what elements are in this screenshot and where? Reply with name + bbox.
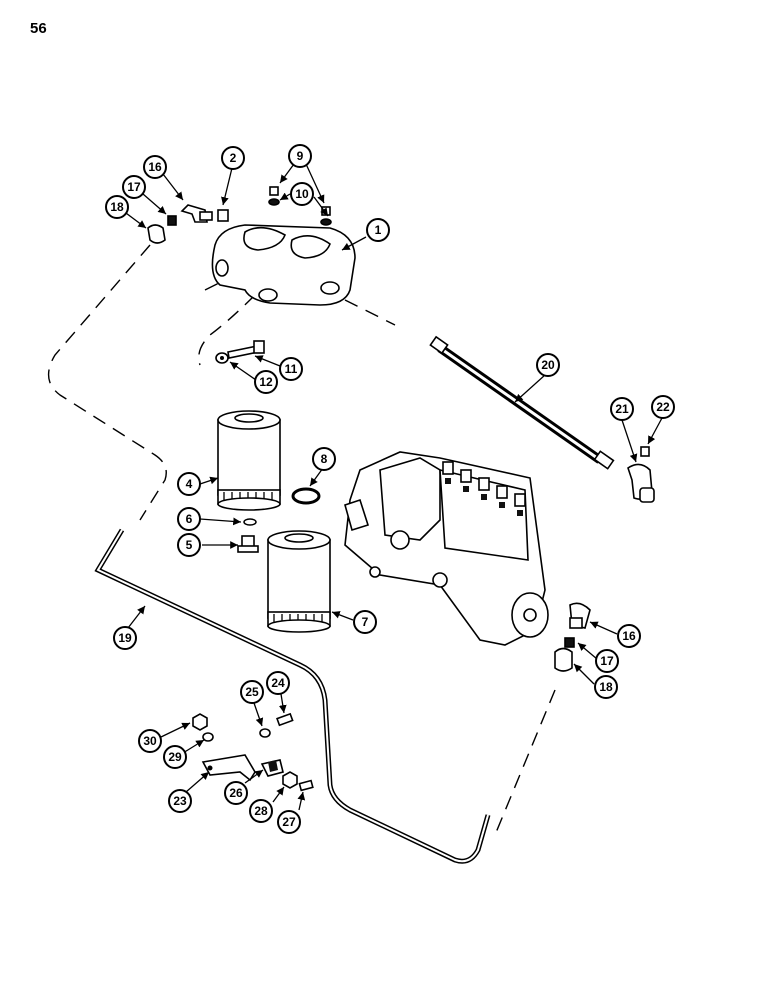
callout-21: 21 [610,397,634,421]
callout-7: 7 [353,610,377,634]
svg-text:18: 18 [110,200,124,214]
callout-12: 12 [254,370,278,394]
svg-text:7: 7 [362,615,369,629]
callout-23: 23 [168,789,192,813]
svg-text:4: 4 [186,477,193,491]
svg-text:18: 18 [599,680,613,694]
callout-24: 24 [266,671,290,695]
callout-1: 1 [366,218,390,242]
fittings-lower [554,602,591,672]
callout-27: 27 [277,810,301,834]
svg-text:30: 30 [143,734,157,748]
svg-text:20: 20 [541,358,555,372]
svg-text:16: 16 [148,160,162,174]
svg-text:27: 27 [282,815,296,829]
leader-lines [125,163,663,811]
callout-19: 19 [113,626,137,650]
svg-text:11: 11 [285,362,298,376]
svg-text:25: 25 [245,685,259,699]
svg-text:17: 17 [600,654,614,668]
svg-text:29: 29 [168,750,182,764]
svg-text:19: 19 [118,631,132,645]
callout-29: 29 [163,745,187,769]
callout-16-lower: 16 [617,624,641,648]
callout-22: 22 [651,395,675,419]
svg-text:10: 10 [295,187,309,201]
callout-18-lower: 18 [594,675,618,699]
drain-plug-parts [237,518,259,553]
dashed-fuel-lines [47,244,556,836]
callout-20: 20 [536,353,560,377]
callout-8: 8 [312,447,336,471]
callout-17-lower: 17 [595,649,619,673]
page-number: 56 [30,20,47,37]
svg-text:16: 16 [622,629,636,643]
injection-pump [344,451,549,646]
svg-text:26: 26 [229,786,243,800]
svg-text:9: 9 [297,149,304,163]
callout-2: 2 [221,146,245,170]
callout-18-top: 18 [105,195,129,219]
svg-text:5: 5 [186,538,193,552]
callout-4: 4 [177,472,201,496]
svg-text:21: 21 [615,402,629,416]
callout-26: 26 [224,781,248,805]
svg-text:17: 17 [127,180,141,194]
callout-16-top: 16 [143,155,167,179]
callout-30: 30 [138,729,162,753]
svg-text:24: 24 [271,676,285,690]
callout-28: 28 [249,799,273,823]
svg-text:2: 2 [230,151,237,165]
bolt-and-washer [215,340,265,364]
callout-11: 11 [279,357,303,381]
elbow-fitting-21-22 [627,446,655,503]
svg-text:28: 28 [254,804,268,818]
rigid-fuel-tube [94,528,491,864]
callout-5: 5 [177,533,201,557]
svg-text:8: 8 [321,452,328,466]
callout-6: 6 [177,507,201,531]
callout-25: 25 [240,680,264,704]
callout-10: 10 [290,182,314,206]
fuel-hose [429,335,615,470]
fuel-filter-upper [217,410,281,511]
fuel-filter-lower [267,530,331,633]
seal-ring [291,487,321,505]
svg-text:22: 22 [656,400,670,414]
svg-text:23: 23 [173,794,187,808]
callout-17-top: 17 [122,175,146,199]
svg-text:1: 1 [375,223,382,237]
svg-text:6: 6 [186,512,193,526]
bracket-parts [192,712,314,792]
callout-9: 9 [288,144,312,168]
svg-text:12: 12 [259,375,273,389]
filter-head [211,224,356,306]
